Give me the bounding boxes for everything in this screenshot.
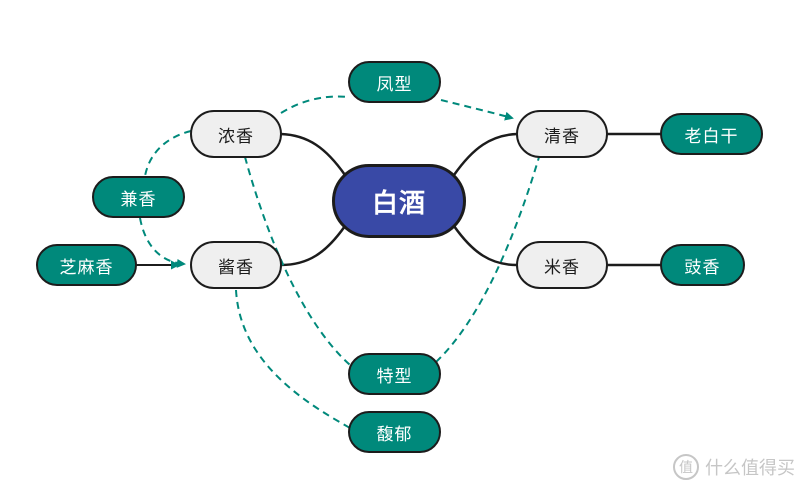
edge-center-mi <box>452 225 518 267</box>
edge-center-qing <box>452 132 518 176</box>
node-jianxiang: 兼香 <box>92 176 185 218</box>
link-jiang-fuyu <box>235 289 351 429</box>
center-label: 白酒 <box>371 188 426 219</box>
watermark-logo-icon: 值 <box>673 454 699 480</box>
node-label: 兼香 <box>120 189 157 210</box>
node-fuyu: 馥郁 <box>348 411 441 453</box>
link-nong-jian <box>144 130 192 177</box>
node-laobaigan: 老白干 <box>660 113 763 155</box>
node-zhimaxiang: 芝麻香 <box>36 244 137 286</box>
node-label: 特型 <box>376 366 413 387</box>
node-texing: 特型 <box>348 353 441 395</box>
node-jiangxiang: 酱香 <box>190 241 282 289</box>
node-label: 米香 <box>544 257 580 278</box>
watermark: 值 什么值得买 <box>673 454 795 480</box>
watermark-text: 什么值得买 <box>705 458 795 479</box>
link-nong-feng-qing <box>280 95 349 114</box>
node-label: 浓香 <box>218 126 254 147</box>
node-label: 老白干 <box>684 126 739 147</box>
node-label: 豉香 <box>684 257 721 278</box>
node-chixiang: 豉香 <box>660 244 745 286</box>
link-nong-te <box>244 156 351 366</box>
link-te-qing <box>435 145 545 363</box>
node-label: 清香 <box>544 126 580 147</box>
edge-center-jiang <box>280 225 347 267</box>
node-label: 凤型 <box>376 74 413 95</box>
node-label: 馥郁 <box>376 424 413 445</box>
node-fengxing: 凤型 <box>348 61 441 103</box>
link-feng-qing <box>440 99 514 121</box>
link-jian-jiang <box>139 217 186 268</box>
node-label: 芝麻香 <box>59 257 114 278</box>
node-label: 酱香 <box>218 257 254 278</box>
node-nongxiang: 浓香 <box>190 110 282 158</box>
node-mixiang: 米香 <box>516 241 608 289</box>
node-qingxiang: 清香 <box>516 110 608 158</box>
edge-center-nong <box>280 132 347 176</box>
center-node-baijiu: 白酒 <box>332 164 466 238</box>
